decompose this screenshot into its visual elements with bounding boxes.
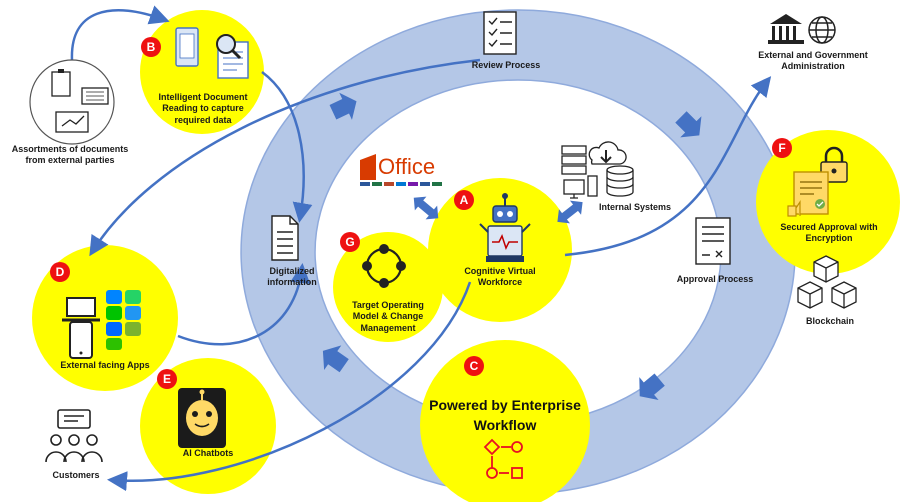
digital-document-icon [271, 215, 299, 261]
approval-document-icon [695, 217, 731, 265]
bubble-b-label: Intelligent Document Reading to capture … [158, 92, 248, 125]
digitalized-info-label: Digitalized information [267, 266, 317, 288]
customers-icon [45, 409, 103, 463]
customers-label: Customers [52, 470, 100, 480]
workflow-icon [483, 438, 523, 479]
connector-a-to-customers [107, 281, 472, 492]
external-government-label: External and Government Administration [758, 50, 868, 72]
ring-arrow-top-right [675, 111, 702, 138]
chatbot-icon [178, 388, 226, 448]
office-sync-arrow [413, 196, 439, 220]
connector-docs-to-b [70, 5, 170, 61]
connector-b-to-digitalized [261, 70, 313, 223]
government-building-icon [768, 14, 804, 44]
checklist-icon [483, 11, 517, 55]
bubble-c-label: Powered by Enterprise Workflow [429, 397, 581, 433]
badge-a: A [454, 190, 474, 210]
blockchain-label: Blockchain [805, 316, 854, 326]
assorted-documents-icon [29, 59, 115, 145]
phone-icon [69, 321, 93, 359]
bubble-c [420, 340, 590, 502]
ring-arrow-bottom-right [639, 373, 665, 401]
bubble-d [32, 245, 178, 391]
ring-arrow-top-left [329, 92, 357, 120]
document-scan-icon [175, 27, 249, 79]
internal-sync-arrow [557, 200, 583, 224]
messaging-apps-icon [106, 290, 141, 350]
office-logo-label: Office [378, 154, 436, 179]
badge-f: F [772, 138, 792, 158]
office-logo-icon [360, 154, 442, 186]
badge-e: E [157, 369, 177, 389]
blockchain-icon [797, 255, 857, 309]
laptop-icon [62, 297, 100, 322]
connector-review-to-d [89, 58, 481, 257]
internal-systems-label: Internal Systems [598, 202, 672, 212]
badge-d: D [50, 262, 70, 282]
badge-g: G [340, 232, 360, 252]
globe-icon [808, 16, 836, 44]
bubble-e-label: AI Chatbots [182, 448, 234, 458]
connector-d-to-digitalized [177, 263, 311, 346]
target-model-icon [362, 244, 406, 288]
review-process-label: Review Process [471, 60, 541, 70]
bubble-f-label: Secured Approval with Encryption [780, 222, 878, 244]
approval-certificate-icon [787, 171, 829, 217]
badge-c: C [464, 356, 484, 376]
bubble-g-label: Target Operating Model & Change Manageme… [352, 300, 424, 333]
connector-a-to-government [564, 76, 772, 257]
ring-arrow-bottom-left [322, 345, 349, 373]
assortments-label: Assortments of documents from external p… [11, 144, 129, 166]
badge-b: B [141, 37, 161, 57]
approval-process-label: Approval Process [676, 274, 754, 284]
server-cloud-database-icon [561, 141, 634, 199]
bubble-d-label: External facing Apps [60, 360, 150, 370]
bubble-a-label: Cognitive Virtual Workforce [464, 266, 536, 288]
bubble-g [333, 232, 443, 342]
robot-icon [479, 193, 531, 262]
